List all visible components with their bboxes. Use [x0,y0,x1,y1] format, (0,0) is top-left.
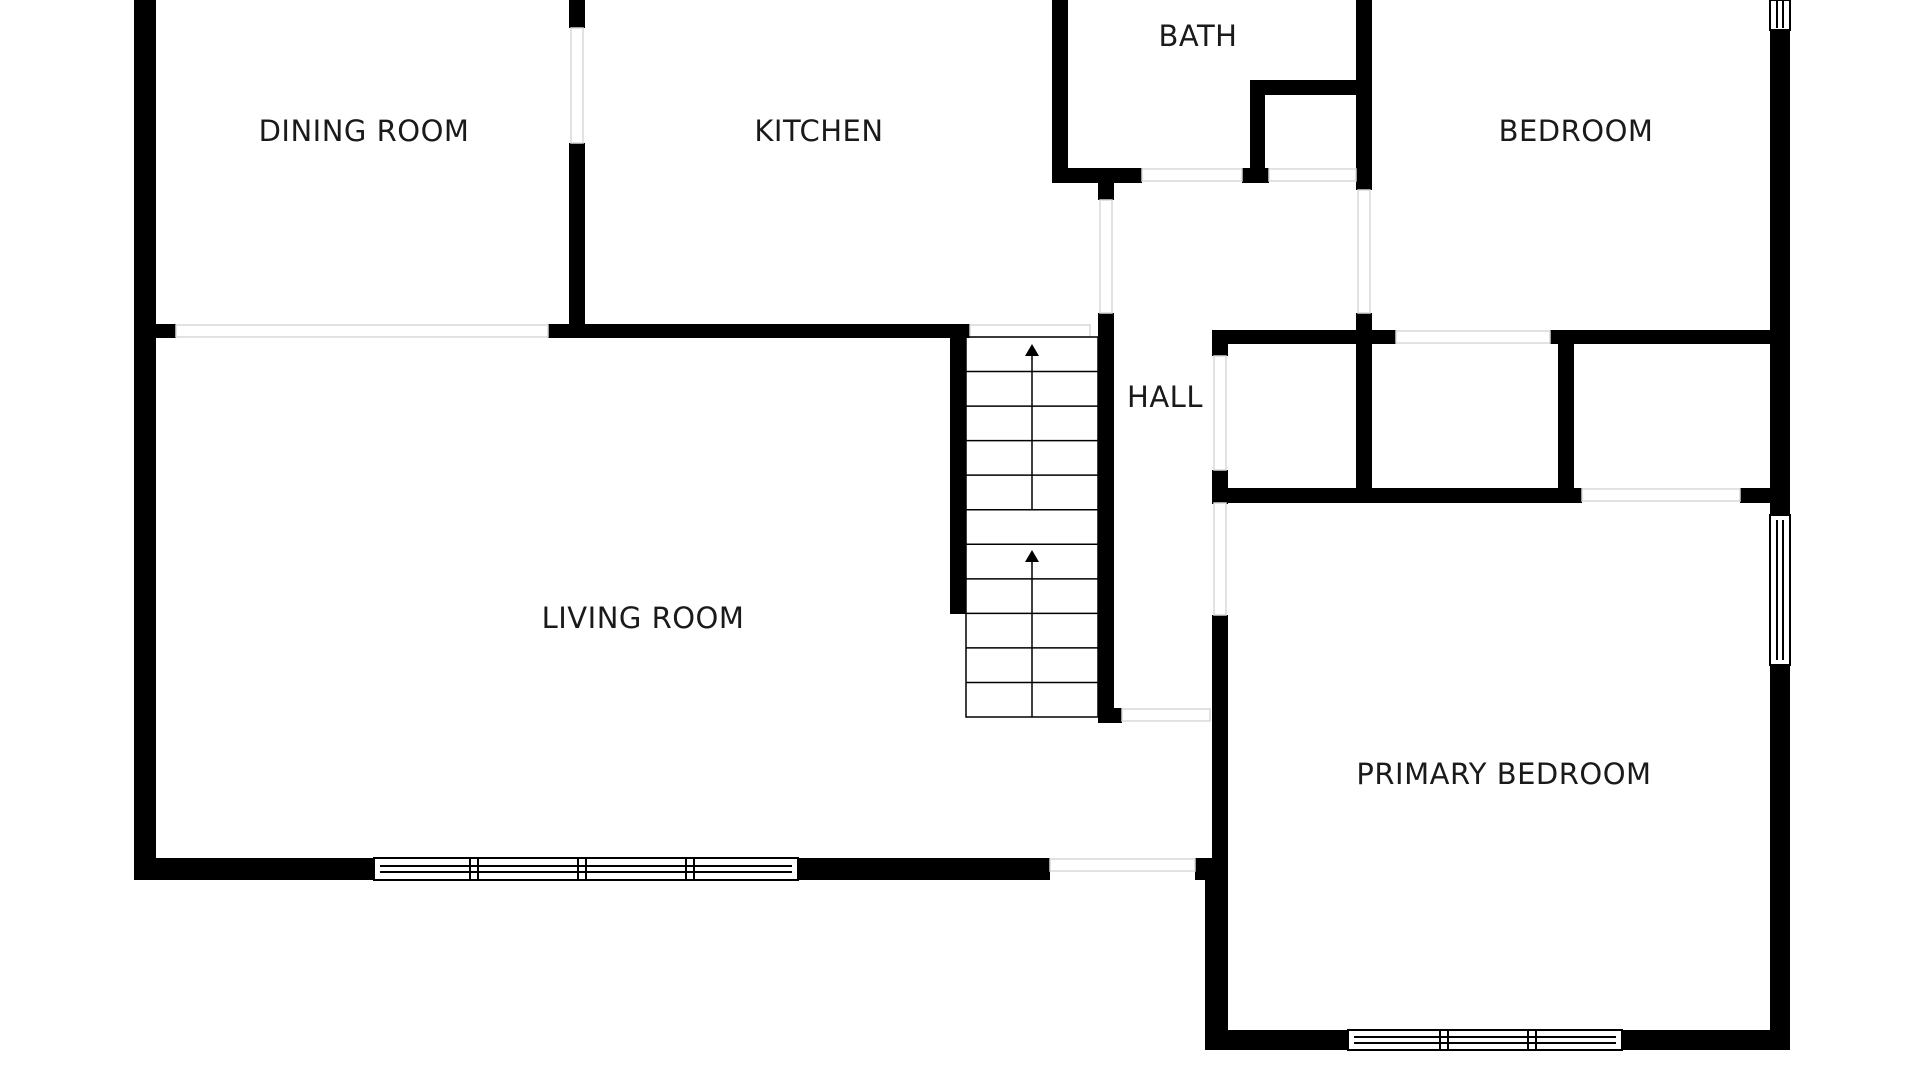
opening-stair-top [969,324,1091,338]
wall-closet-top-left [1212,330,1396,344]
opening-closet-mid [1395,330,1551,344]
wall-primary-bottom-left [1205,1030,1348,1050]
wall-closet-left-upper [1212,330,1228,356]
wall-closet-divider-1 [1356,330,1372,502]
label-kitchen: KITCHEN [754,114,883,148]
wall-closet-top-right [1550,330,1778,344]
wall-primary-bottom-right [1622,1030,1790,1050]
wall-closet-divider-2 [1558,330,1574,502]
wall-stairwell-left [950,324,966,614]
wall-bath-closet-foot [1242,168,1269,183]
wall-closet-bottom-right [1740,488,1778,503]
opening-closet-hall [1268,168,1357,182]
wall-hall-left [1098,313,1114,723]
wall-dining-living-stub [134,324,176,338]
wall-bottom-living-mid [798,858,1050,880]
wall-bath-left [1052,0,1068,183]
windows [373,0,1791,1051]
window-primary-bottom [1347,1029,1623,1051]
opening-dining-living [175,324,549,338]
opening-closet-left [1213,355,1227,471]
label-bath: BATH [1158,19,1237,53]
staircase [965,336,1099,718]
opening-dining-kitchen [570,27,584,144]
wall-dining-kitchen-upper [569,0,585,28]
wall-kitchen-hall-stub [1098,180,1114,200]
opening-bath-door [1141,168,1243,182]
stair-up-arrow-icon [1025,344,1039,356]
label-living-room: LIVING ROOM [542,601,745,635]
label-hall: HALL [1127,380,1203,414]
opening-closet-right [1581,488,1741,502]
wall-right-exterior-bottom [1770,665,1790,1050]
opening-bedroom-hall [1357,189,1371,314]
walls [134,0,1790,1050]
label-primary-bedroom: PRIMARY BEDROOM [1356,757,1651,791]
window-bedroom-right [1769,0,1791,31]
wall-closet-bottom [1212,488,1582,503]
wall-dining-kitchen-lower [569,143,585,338]
window-primary-right [1769,514,1791,666]
opening-kitchen-hall [1099,199,1113,314]
openings [175,27,1741,872]
wall-kitchen-living [548,324,970,338]
wall-right-exterior-top [1770,30,1790,515]
wall-bath-bottom-left [1052,168,1142,183]
wall-hall-left-foot [1098,708,1122,723]
stair-up-arrow-icon [1025,550,1039,562]
wall-primary-left-lower [1205,858,1228,1050]
room-labels: DINING ROOM KITCHEN BATH BEDROOM HALL LI… [259,19,1654,791]
wall-left-exterior [134,0,156,880]
label-dining-room: DINING ROOM [259,114,470,148]
opening-hall-bottom [1121,708,1211,722]
opening-living-exterior [1049,858,1196,872]
wall-bath-closet-top [1250,80,1372,95]
wall-bottom-living-left [134,858,374,880]
window-living-room [373,857,799,881]
opening-primary-hall [1213,502,1227,616]
label-bedroom: BEDROOM [1499,114,1654,148]
wall-bath-closet-left [1250,80,1265,183]
